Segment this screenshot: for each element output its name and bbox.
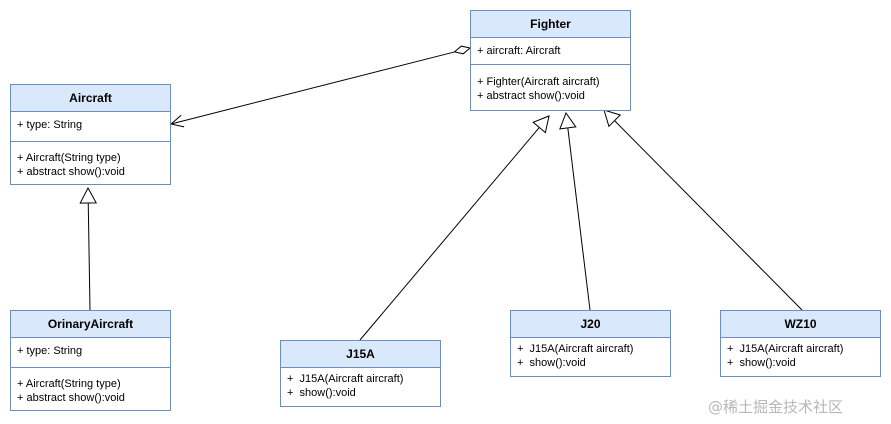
generalization-line <box>614 120 803 311</box>
aggregation-arrowhead <box>169 114 185 128</box>
class-name: J20 <box>511 311 670 338</box>
method-section: + J15A(Aircraft aircraft) + show():void <box>721 338 880 370</box>
method-line: + abstract show():void <box>477 90 585 102</box>
method-section: + Aircraft(String type) + abstract show(… <box>11 142 170 179</box>
generalization-line <box>359 127 540 341</box>
method-section: + J15A(Aircraft aircraft) + show():void <box>281 368 440 400</box>
attribute-section: + type: String <box>11 112 170 142</box>
generalization-arrowhead <box>532 115 550 134</box>
method-section: + Fighter(Aircraft aircraft) + abstract … <box>471 65 630 103</box>
method-section: + J15A(Aircraft aircraft) + show():void <box>511 338 670 370</box>
class-fighter: Fighter + aircraft: Aircraft + Fighter(A… <box>470 10 631 111</box>
aggregation-line <box>170 51 455 125</box>
generalization-arrowhead <box>559 111 577 130</box>
class-j15a: J15A + J15A(Aircraft aircraft) + show():… <box>280 340 441 407</box>
generalization-arrowhead <box>79 186 98 204</box>
attribute-line: + type: String <box>17 119 83 131</box>
relationship-layer <box>79 45 803 341</box>
class-j20: J20 + J15A(Aircraft aircraft) + show():v… <box>510 310 671 377</box>
class-name: Aircraft <box>11 85 170 112</box>
method-line: + J15A(Aircraft aircraft) <box>287 373 404 385</box>
class-name: OrinaryAircraft <box>11 311 170 338</box>
method-line: + Aircraft(String type) <box>17 378 121 390</box>
attribute-section: + aircraft: Aircraft <box>471 38 630 65</box>
method-line: + show():void <box>517 357 586 369</box>
attribute-section: + type: String <box>11 338 170 368</box>
class-wz10: WZ10 + J15A(Aircraft aircraft) + show():… <box>720 310 881 377</box>
generalization-line <box>567 127 591 311</box>
generalization-line <box>87 202 91 311</box>
method-line: + abstract show():void <box>17 392 125 404</box>
class-name: WZ10 <box>721 311 880 338</box>
class-name: Fighter <box>471 11 630 38</box>
method-line: + J15A(Aircraft aircraft) <box>517 343 634 355</box>
method-line: + J15A(Aircraft aircraft) <box>727 343 844 355</box>
method-line: + show():void <box>287 387 356 399</box>
attribute-line: + aircraft: Aircraft <box>477 45 561 57</box>
generalization-arrowhead <box>603 109 622 128</box>
method-line: + show():void <box>727 357 796 369</box>
method-line: + Aircraft(String type) <box>17 152 121 164</box>
class-orinary-aircraft: OrinaryAircraft + type: String + Aircraf… <box>10 310 171 411</box>
aggregation-diamond <box>453 45 472 55</box>
class-name: J15A <box>281 341 440 368</box>
method-line: + Fighter(Aircraft aircraft) <box>477 76 600 88</box>
method-line: + abstract show():void <box>17 166 125 178</box>
class-aircraft: Aircraft + type: String + Aircraft(Strin… <box>10 84 171 185</box>
method-section: + Aircraft(String type) + abstract show(… <box>11 368 170 405</box>
watermark: @稀土掘金技术社区 <box>708 398 844 416</box>
attribute-line: + type: String <box>17 345 83 357</box>
